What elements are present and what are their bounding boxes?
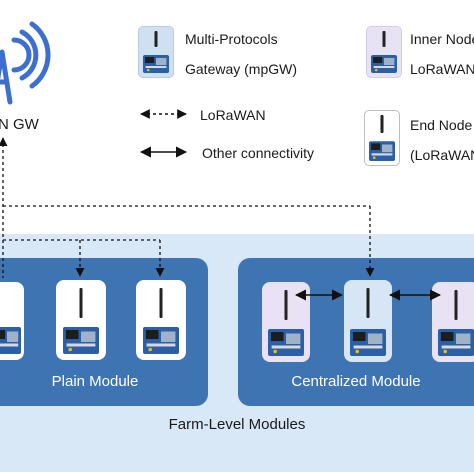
gateway-board	[350, 326, 386, 356]
dev-board-graphic	[143, 327, 179, 354]
gateway-legend-line1: Multi-Protocols	[185, 31, 278, 47]
inner-node-legend-line2: LoRaWAN	[410, 61, 474, 77]
inner-node-legend-icon	[366, 26, 402, 78]
farm-level-label: Farm-Level Modules	[168, 416, 306, 433]
antenna	[380, 115, 384, 133]
lorawan-links	[0, 137, 375, 278]
lora-tower-icon	[0, 21, 51, 105]
antenna	[454, 290, 458, 320]
centralized-module-label: Centralized Module	[291, 373, 421, 390]
gateway-legend-icon	[138, 26, 174, 78]
dev-board-graphic	[350, 329, 386, 356]
end-node-legend-icon	[364, 110, 400, 166]
dev-board-graphic	[438, 329, 474, 356]
antenna	[159, 288, 163, 318]
end-node-board	[143, 324, 179, 354]
gateway-tower-label: N GW	[0, 116, 39, 133]
dev-board-graphic	[143, 55, 169, 73]
dev-board-graphic	[369, 141, 395, 161]
inner-node-board	[438, 326, 474, 356]
antenna	[366, 288, 370, 318]
end-node-card	[136, 280, 186, 360]
gateway-card	[344, 280, 392, 362]
dev-board-graphic	[268, 329, 304, 356]
end-node-legend-line2: (LoRaWAN	[410, 147, 474, 163]
other-connectivity-legend-label: Other connectivity	[202, 145, 315, 161]
antenna	[79, 288, 83, 318]
gateway-board	[143, 53, 169, 73]
plain-module-label: Plain Module	[51, 373, 139, 390]
inner-node-board	[268, 326, 304, 356]
end-node-legend-line1: End Node	[410, 117, 473, 133]
antenna	[154, 31, 158, 47]
dev-board-graphic	[0, 327, 21, 354]
inner-node-legend-line1: Inner Node	[410, 31, 474, 47]
end-node-card	[56, 280, 106, 360]
end-node-board	[0, 324, 21, 354]
end-node-board	[63, 324, 99, 354]
gateway-legend-line2: Gateway (mpGW)	[185, 61, 298, 77]
inner-node-board	[371, 53, 397, 73]
antenna	[382, 31, 386, 47]
lorawan-legend-label: LoRaWAN	[200, 107, 266, 123]
end-node-card	[0, 282, 24, 360]
dev-board-graphic	[371, 55, 397, 73]
end-node-board	[369, 139, 395, 161]
antenna	[284, 290, 288, 320]
dev-board-graphic	[63, 327, 99, 354]
